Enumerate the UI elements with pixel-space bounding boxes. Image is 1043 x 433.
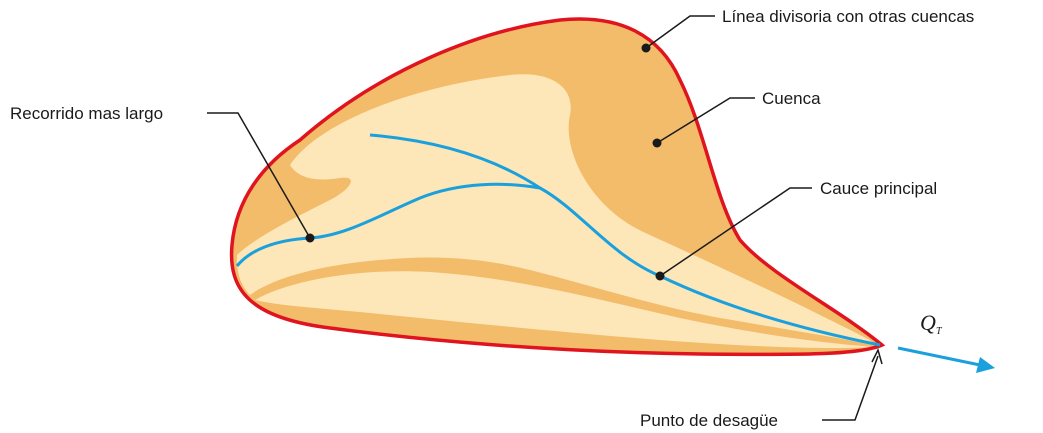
basin-marker — [652, 138, 662, 148]
tributary — [369, 133, 541, 190]
outflow-arrow-shaft — [897, 346, 981, 367]
longest-path-leader — [207, 112, 311, 239]
channel-label: Cauce principal — [820, 179, 937, 198]
longest-path-marker — [305, 233, 315, 243]
channel-leader — [659, 187, 812, 277]
outflow-arrowhead — [976, 357, 995, 373]
channel-marker — [655, 271, 665, 281]
outlet-label: Punto de desagüe — [640, 411, 778, 430]
flow-subscript: T — [936, 326, 943, 337]
divide-leader — [645, 15, 715, 49]
divide-marker — [641, 43, 651, 53]
basin-label: Cuenca — [762, 89, 821, 108]
valley-area — [236, 74, 879, 346]
outlet-arrowhead — [871, 347, 883, 365]
divide-label: Línea divisoria con otras cuencas — [722, 7, 974, 26]
longest-path-label: Recorrido mas largo — [10, 104, 163, 123]
divide-line — [229, 17, 886, 357]
valley-strip — [255, 271, 876, 349]
basin-leader — [656, 97, 755, 144]
outlet-leader — [822, 355, 879, 421]
flow-symbol: Q — [920, 310, 936, 335]
